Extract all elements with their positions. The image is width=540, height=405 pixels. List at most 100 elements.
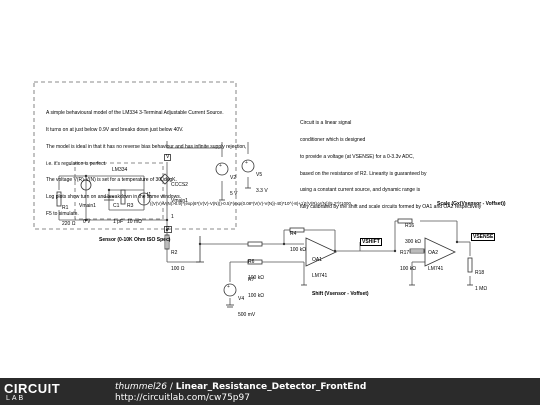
r3-name: R3 (127, 202, 134, 209)
sensor-caption: Sensor (0-10K Ohm ISO Spec) (99, 237, 171, 243)
r17-label: R17 100 kΩ (400, 240, 416, 283)
oa1-model: LM741 (312, 273, 328, 280)
r18-label: R18 1 MΩ (475, 260, 487, 303)
oa2-symbol (424, 237, 456, 267)
pin-r-label: R (164, 226, 172, 234)
footer-bar: CIRCUIT LAB thummel26 / Linear_Resistanc… (0, 378, 540, 405)
v4-label: V4 500 mV (238, 286, 255, 329)
v4-name: V4 (238, 295, 245, 302)
oa1-name: OA1 (312, 256, 323, 263)
shift-caption: Shift (Vsensor - Voffset) (312, 291, 369, 297)
r6-value: 100 kΩ (248, 275, 264, 282)
r16-name: R16 (405, 222, 415, 229)
description-line: A simple behavioural model of the LM334 … (46, 110, 224, 117)
vsense-net-label: VSENSE (471, 233, 496, 241)
oa2-name: OA2 (428, 249, 439, 256)
cccs2-symbol (159, 173, 171, 185)
note-line: to provide a voltage (at VSENSE) for a 0… (300, 153, 414, 160)
r4-symbol (289, 227, 305, 233)
vmain1-value: 0 V (83, 219, 91, 226)
r4-value: 100 kΩ (290, 247, 306, 254)
r7-symbol (247, 259, 263, 265)
note-line: based on the resistance of R2. Linearity… (300, 170, 427, 177)
vmain1-name: Vmain1 (79, 202, 96, 209)
r3-symbol (120, 189, 126, 205)
i1-symbol (137, 192, 151, 206)
logo-bottom-text: LAB (6, 395, 26, 402)
circuit-title[interactable]: Linear_Resistance_Detector_FrontEnd (175, 382, 367, 392)
i1-expression: ((V(V)-V(N)>0.9)*(exp(6*(V(V)-V(N)))-0.5… (150, 201, 351, 206)
author-link[interactable]: thummel26 (115, 382, 167, 392)
model-box (33, 81, 237, 230)
schematic-wires: + + + (33, 81, 473, 308)
description-line: The voltage V(R)-V(N) is set for a tempe… (46, 177, 177, 184)
r2-symbol (164, 234, 170, 250)
r1-name: R1 (62, 204, 69, 211)
note-line: Circuit is a linear signal (300, 120, 352, 127)
c1-label: C1 1 pF (113, 193, 123, 236)
footer-title-line: thummel26 / Linear_Resistance_Detector_F… (115, 382, 366, 392)
scale-caption: Scale (Gx(Vsensor - Voffset)) (437, 201, 506, 207)
c1-value: 1 pF (113, 219, 124, 226)
cccs2-ref: Vmain1 (171, 198, 188, 205)
r7-label: R7 100 kΩ (248, 267, 264, 310)
r2-name: R2 (171, 249, 178, 256)
r6-name: R6 (248, 258, 255, 265)
oa1-symbol (305, 237, 337, 267)
r1-symbol (56, 191, 62, 207)
v2-value: 5 V (230, 191, 238, 198)
v5-value: 3.3 V (256, 188, 268, 195)
note-line: using a constant current source, and dyn… (300, 187, 421, 194)
note-line: conditioner which is designed (300, 136, 366, 143)
description-line: The model is ideal in that it has no rev… (46, 143, 247, 150)
r1-value: 220 Ω (62, 221, 76, 228)
c1-name: C1 (113, 202, 120, 209)
circuit-url[interactable]: http://circuitlab.com/cw75p97 (115, 393, 250, 403)
r2-label: R2 100 Ω (171, 240, 184, 283)
v2-name: V2 (230, 174, 237, 181)
v4-symbol (223, 283, 237, 297)
title-separator: / (166, 382, 176, 392)
cccs2-gain: 1 (171, 214, 174, 221)
ground-symbols (196, 187, 473, 308)
r16-value: 300 kΩ (405, 239, 421, 246)
oa2-model: LM741 (428, 266, 444, 273)
circuitlab-logo[interactable]: CIRCUIT LAB (4, 381, 74, 403)
v4-value: 500 mV (238, 312, 256, 319)
lm334-label: LM334 (112, 167, 128, 173)
v2-symbol (215, 162, 229, 176)
vshift-net-label: VSHIFT (360, 238, 382, 246)
r6-label: R6 100 kΩ (248, 249, 264, 292)
pin-v-label: V (164, 154, 172, 162)
r2-value: 100 Ω (171, 266, 185, 273)
vmain1-label: Vmain1 0 V (79, 193, 96, 236)
r17-name: R17 (400, 249, 410, 256)
r3-label: R3 10 mΩ (127, 193, 142, 236)
r7-name: R7 (248, 276, 255, 283)
svg-text:+: + (219, 163, 222, 169)
r4-label: R4 100 kΩ (290, 221, 306, 264)
cccs2-name: CCCS2 (171, 181, 188, 188)
description-line: It turns on at just below 0.9V and break… (46, 126, 184, 133)
r6-symbol (247, 241, 263, 247)
r17-value: 100 kΩ (400, 266, 416, 273)
r3-value: 10 mΩ (127, 219, 142, 226)
v5-label: V5 3.3 V (256, 162, 268, 205)
r17-symbol (409, 248, 425, 254)
schematic-canvas: + + + (33, 81, 506, 329)
cccs2-label: CCCS2 Vmain1 1 (171, 172, 188, 231)
r18-name: R18 (475, 269, 485, 276)
r16-symbol (397, 218, 413, 224)
r4-name: R4 (290, 230, 297, 237)
logo-top-text: CIRCUIT (4, 381, 61, 396)
r7-value: 100 kΩ (248, 293, 264, 300)
svg-text:+: + (227, 284, 230, 290)
vmain1-symbol (80, 179, 92, 191)
svg-text:+: + (245, 160, 248, 166)
circuit-note: Circuit is a linear signal conditioner w… (300, 110, 481, 222)
r18-value: 1 MΩ (475, 286, 488, 293)
r18-symbol (467, 257, 473, 273)
description-line: F5 to simulate. (46, 210, 79, 217)
model-description: A simple behavioural model of the LM334 … (46, 100, 246, 229)
lm334-box (74, 162, 164, 220)
